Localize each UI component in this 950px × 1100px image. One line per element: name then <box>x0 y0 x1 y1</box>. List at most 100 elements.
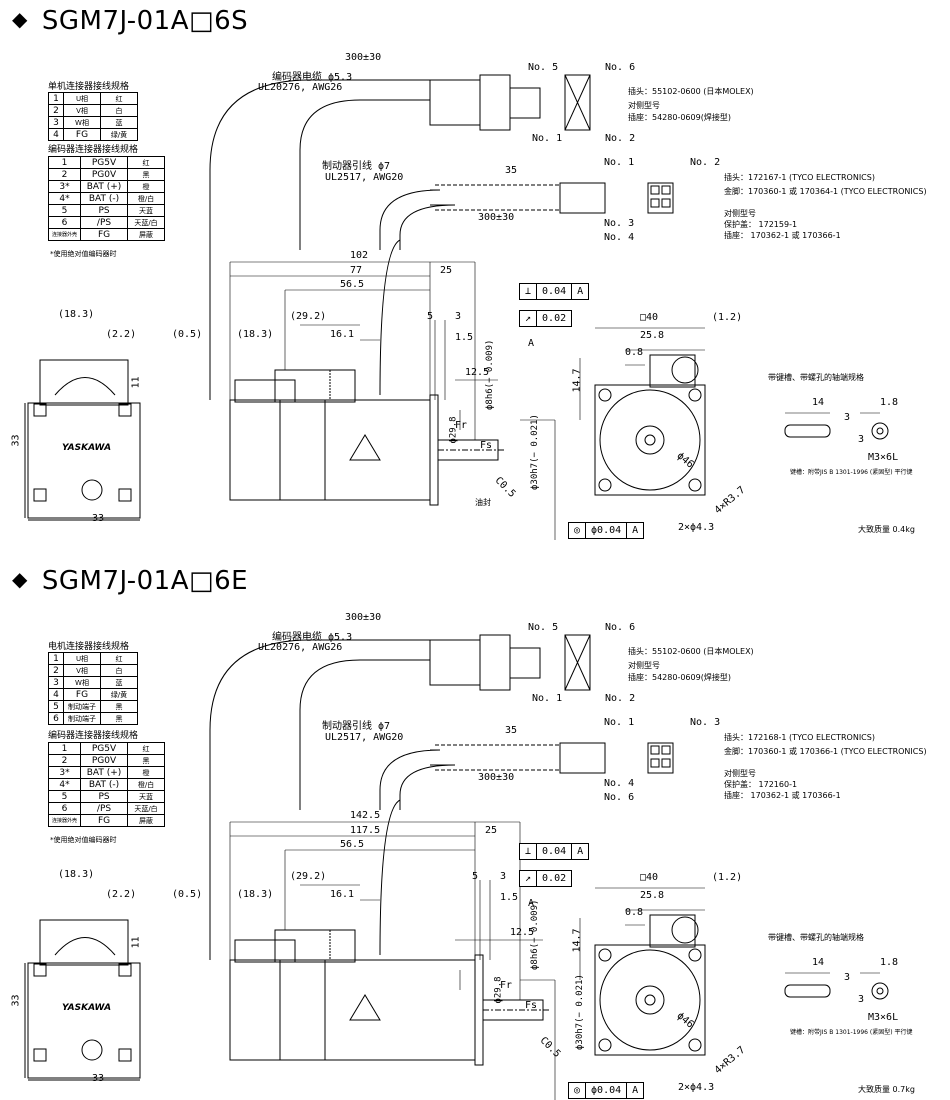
load-fs: Fs <box>480 440 493 451</box>
perpendicularity-box-cell: 0.04 <box>537 284 573 299</box>
load-fr: Fr <box>500 980 513 991</box>
keyway-1-8: 1.8 <box>880 957 899 968</box>
table-cell: 黑 <box>100 712 138 725</box>
table-cell: 绿/黄 <box>100 128 138 141</box>
dim-0-8: 0.8 <box>625 907 644 918</box>
body-length-dim: 117.5 <box>350 825 381 836</box>
concentricity-box-cell: ϕ0.04 <box>586 523 628 538</box>
dim-25-8: 25.8 <box>640 890 665 901</box>
brk-no3: No. 4 <box>604 778 635 789</box>
body-length-dim: 77 <box>350 265 363 276</box>
table-cell: 1 <box>47 742 82 755</box>
dim-29-2: (29.2) <box>290 311 327 322</box>
dim-0-5: (0.5) <box>172 889 203 900</box>
enc-no1: No. 1 <box>532 693 563 704</box>
dim-5: 5 <box>472 871 479 882</box>
load-fs: Fs <box>525 1000 538 1011</box>
enc-no6: No. 6 <box>605 622 636 633</box>
dim-pilot: ϕ30h7(− 0.021) <box>575 974 585 1050</box>
table-row: 4*BAT (-)橙/白 <box>47 192 166 205</box>
keyway-note: 键槽：附带JIS B 1301-1996 (紧固型) 平行键 <box>790 1029 913 1036</box>
dim-0-8: 0.8 <box>625 347 644 358</box>
dim-29-2: (29.2) <box>290 871 327 882</box>
mass-label: 大致质量 0.7kg <box>858 1085 915 1094</box>
dim-square-40: □40 <box>640 872 659 883</box>
section-title: ◆ SGM7J-01A□6E <box>12 566 248 596</box>
dim-1-2: (1.2) <box>712 312 743 323</box>
concentricity-box-cell: ϕ0.04 <box>586 1083 628 1098</box>
dim-12-5: 12.5 <box>510 927 535 938</box>
table-cell: 黑 <box>100 700 138 713</box>
technical-drawing-lines <box>24 74 889 540</box>
brk-no4: No. 4 <box>604 232 635 243</box>
keyway-3b: 3 <box>858 434 865 445</box>
dim-25-8: 25.8 <box>640 330 665 341</box>
table-row: 3*BAT (+)橙 <box>47 180 166 193</box>
dim-12-5: 12.5 <box>465 367 490 378</box>
concentricity-box-cell: A <box>632 1085 639 1096</box>
brk-socket-spec: 插座： 170362-1 或 170366-1 <box>724 791 841 800</box>
enc-socket-spec: 插座：54280-0609(焊接型) <box>628 673 731 682</box>
keyway-screw: M3×6L <box>868 1012 899 1023</box>
encoder-table-note: *使用绝对值编码器时 <box>50 250 117 258</box>
perpendicularity-box-cell: ⊥ <box>520 844 538 859</box>
dim-1-2: (1.2) <box>712 872 743 883</box>
dim-56-5: 56.5 <box>340 279 365 290</box>
cable-length-dim: 300±30 <box>345 52 382 63</box>
dim-14-7: 14.7 <box>571 928 583 953</box>
shaft-length-dim: 25 <box>440 265 453 276</box>
encoder-table-note: *使用绝对值编码器时 <box>50 836 117 844</box>
dim-2-2: (2.2) <box>106 329 137 340</box>
table-cell: 制动端子 <box>63 712 101 725</box>
dim-33-width: 33 <box>92 513 105 524</box>
section-title: ◆SGM7J-01A□6S <box>12 6 248 36</box>
keyway-title: 带键槽、带螺孔的轴端规格 <box>768 933 864 942</box>
dim-shaft: ϕ8h6(− 0.009) <box>530 899 540 970</box>
concentricity-box-cell: ◎ <box>569 523 587 538</box>
table-cell: 橙/白 <box>127 778 166 791</box>
encoder-cable-spec: UL20276, AWG26 <box>258 82 343 93</box>
section-title-text: SGM7J-01A□6E <box>41 566 249 596</box>
diamond-icon: ◆ <box>12 567 28 591</box>
brk-no1: No. 1 <box>604 157 635 168</box>
motor-table-caption: 电机连接器接线规格 <box>48 642 130 652</box>
dim-18-3-end: (18.3) <box>58 309 95 320</box>
oil-seal-label: 油封 <box>475 498 491 507</box>
runout-box-cell: ↗ <box>520 311 538 326</box>
enc-mate-label: 对侧型号 <box>628 101 660 110</box>
enc-no2: No. 2 <box>605 693 636 704</box>
table-cell: 连接器外壳 <box>47 228 82 241</box>
brk-socket-spec: 插座： 170362-1 或 170366-1 <box>724 231 841 240</box>
shaft-length-dim: 25 <box>485 825 498 836</box>
runout-box-cell: 0.02 <box>542 313 567 324</box>
brk-mate-label: 对侧型号 <box>724 769 756 778</box>
dim-3: 3 <box>500 871 507 882</box>
brake-cable-label: 制动器引线 ϕ7 <box>322 161 391 172</box>
encoder-table-caption: 编码器连接器接线规格 <box>48 731 139 741</box>
dim-1-5: 1.5 <box>455 332 474 343</box>
keyway-note: 键槽：附带JIS B 1301-1996 (紧固型) 平行键 <box>790 469 913 476</box>
brake-cable-label: 制动器引线 ϕ7 <box>322 721 391 732</box>
dim-square-40: □40 <box>640 312 659 323</box>
brake-cable-spec: UL2517, AWG20 <box>325 732 404 743</box>
brake-length-dim: 35 <box>505 165 518 176</box>
concentricity-box-cell: ◎ <box>569 1083 587 1098</box>
dim-holes: 2×ϕ4.3 <box>678 1082 715 1093</box>
keyway-3a: 3 <box>844 412 851 423</box>
enc-no2: No. 2 <box>605 133 636 144</box>
dim-5: 5 <box>427 311 434 322</box>
keyway-3b: 3 <box>858 994 865 1005</box>
enc-no6: No. 6 <box>605 62 636 73</box>
dim-18-3-end: (18.3) <box>58 869 95 880</box>
table-row: 3*BAT (+)橙 <box>47 766 166 779</box>
